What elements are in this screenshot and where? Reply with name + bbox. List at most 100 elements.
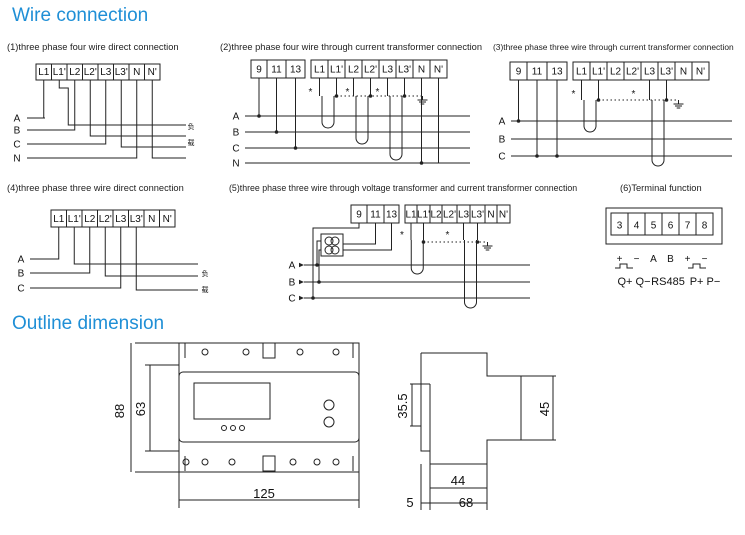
- line-label: N: [232, 159, 239, 170]
- junction-dot: [334, 94, 339, 98]
- dimension-label: 63: [133, 402, 148, 416]
- line-label: N: [13, 154, 20, 165]
- polarity-star: *: [309, 87, 313, 98]
- screw: [332, 348, 340, 356]
- terminal-label: N': [499, 210, 508, 221]
- polarity-star: *: [572, 89, 576, 100]
- lcd-window: [193, 382, 271, 420]
- dimension-label: 5: [406, 495, 413, 510]
- terminal-label: N: [148, 214, 155, 225]
- ct-loop: [583, 100, 597, 133]
- load-label: 载: [202, 285, 209, 294]
- terminal-label: N: [487, 210, 494, 221]
- terminal-label: N': [696, 67, 705, 78]
- wire-path: [30, 227, 60, 260]
- line-label: A: [18, 255, 25, 266]
- load-label: 负: [188, 122, 195, 131]
- caption-d6: (6)Terminal function: [620, 183, 702, 193]
- load-label: 负: [202, 269, 209, 278]
- terminal-label: L2': [443, 210, 456, 221]
- terminal-label: L2: [84, 214, 96, 225]
- terminal-label: L1': [330, 65, 343, 76]
- terminal-label: 13: [551, 67, 563, 78]
- caption-d3: (3)three phase three wire through curren…: [493, 42, 734, 52]
- line-arrow: [299, 295, 304, 301]
- ct-loop: [355, 96, 369, 145]
- terminal-label: L1': [417, 210, 430, 221]
- terminal-label: 9: [256, 65, 262, 76]
- terminal-label: L2': [84, 67, 97, 78]
- vt-coil: [324, 236, 334, 246]
- terminal-label: 11: [532, 67, 543, 78]
- caption-d5: (5)three phase three wire through voltag…: [229, 183, 578, 193]
- dimension-label: 125: [253, 486, 275, 501]
- wire-path: [58, 80, 186, 126]
- screw: [201, 458, 209, 466]
- line-label: A: [289, 261, 296, 272]
- front-outline: [178, 342, 360, 473]
- caption-d2: (2)three phase four wire through current…: [220, 42, 482, 52]
- side-profile: [420, 352, 522, 465]
- terminal-label: N': [163, 214, 172, 225]
- terminal-func-label: P+ P−: [690, 276, 721, 288]
- terminal-box: [691, 61, 710, 81]
- vt-coil: [330, 236, 340, 246]
- junction-dot: [596, 98, 601, 102]
- screw: [201, 348, 209, 356]
- screw: [313, 458, 321, 466]
- terminal-label: 3: [617, 220, 623, 231]
- terminal-label: L2: [610, 67, 622, 78]
- terminal-label: 13: [386, 210, 398, 221]
- wire-path: [27, 80, 138, 159]
- front-body: [178, 371, 360, 443]
- polarity-star: *: [346, 87, 350, 98]
- junction-dot: [311, 296, 315, 300]
- outline-side-view: [420, 352, 522, 465]
- terminal-label: L2: [430, 210, 442, 221]
- line-label: C: [17, 284, 24, 295]
- ct-loop: [464, 240, 477, 309]
- terminal-label: L3': [130, 214, 143, 225]
- led-indicator: [239, 425, 245, 431]
- wire-path: [120, 80, 186, 148]
- junction-dot: [664, 98, 669, 102]
- terminal-label: N: [418, 65, 425, 76]
- screw: [242, 348, 250, 356]
- terminal-sign: A: [650, 254, 657, 265]
- pulse-symbol: [615, 263, 633, 269]
- terminal-label: L3': [115, 67, 128, 78]
- terminal-label: N': [434, 65, 443, 76]
- button: [323, 416, 335, 428]
- junction-dot: [274, 130, 279, 134]
- terminal-label: 8: [702, 220, 708, 231]
- pulse-symbol: [688, 263, 706, 269]
- polarity-star: *: [376, 87, 380, 98]
- terminal-label: L1': [592, 67, 605, 78]
- line-label: A: [14, 114, 21, 125]
- din-clip: [262, 455, 276, 472]
- wire-path: [312, 223, 360, 298]
- terminal-func-label: Q+ Q−: [617, 276, 650, 288]
- outline-dimension-heading: Outline dimension: [12, 313, 165, 334]
- screw: [182, 458, 190, 466]
- line-label: B: [14, 126, 21, 137]
- wire-path: [316, 240, 321, 265]
- junction-dot: [421, 240, 426, 244]
- polarity-star: *: [632, 89, 636, 100]
- terminal-label: L1: [314, 65, 326, 76]
- line-label: C: [13, 140, 20, 151]
- terminal-label: 7: [685, 220, 691, 231]
- wire-path: [151, 80, 186, 159]
- caption-d1: (1)three phase four wire direct connecti…: [7, 42, 179, 52]
- terminal-label: 9: [516, 67, 522, 78]
- terminal-label: L1': [53, 67, 66, 78]
- wire-connection-heading: Wire connection: [12, 5, 149, 26]
- ct-loop: [651, 100, 665, 167]
- junction-dot: [317, 280, 321, 284]
- terminal-box: [496, 204, 511, 224]
- led-indicator: [230, 425, 236, 431]
